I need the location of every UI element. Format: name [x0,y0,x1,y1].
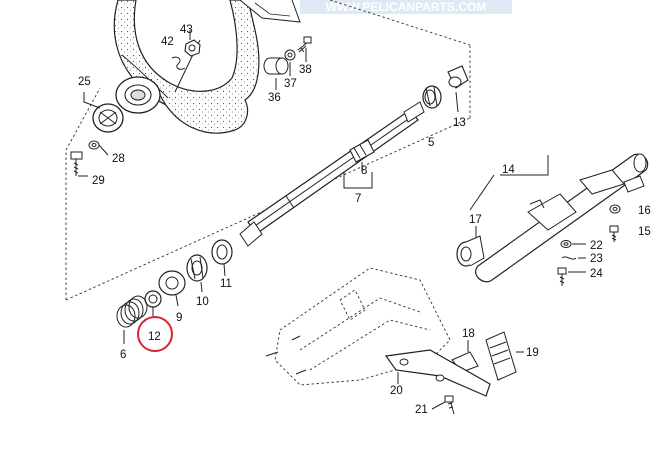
shaft-leaders [343,162,373,189]
label-29: 29 [92,175,105,187]
bushing-washer-screw-parts [263,36,312,90]
nut-and-lock-parts [171,30,201,70]
label-5: 5 [428,137,434,149]
label-22: 22 [590,240,603,252]
steering-wheel [113,0,301,134]
upper-bearing-part [422,85,442,109]
label-14: 14 [502,164,515,176]
label-17: 17 [469,214,482,226]
label-9: 9 [176,312,182,324]
label-36: 36 [268,92,281,104]
label-20: 20 [390,385,403,397]
label-25: 25 [78,76,91,88]
column-tube [456,153,649,283]
lower-shaft-parts [116,239,233,344]
label-38: 38 [299,64,312,76]
label-19: 19 [526,347,539,359]
label-16: 16 [638,205,651,217]
label-6: 6 [120,349,126,361]
highlight-circle [137,316,173,352]
steering-shaft [239,101,425,247]
watermark-text: WWW.PELICANPARTS.COM [326,0,486,14]
right-small-parts [557,204,621,286]
label-10: 10 [196,296,209,308]
label-7: 7 [355,193,361,205]
spring-clip-part [447,65,469,113]
label-37: 37 [284,78,297,90]
label-24: 24 [590,268,603,280]
horn-contact-ring-part [83,92,124,133]
label-13: 13 [453,117,466,129]
label-28: 28 [112,153,125,165]
label-43: 43 [180,24,193,36]
screw-and-washer-parts [70,140,109,177]
label-42: 42 [161,36,174,48]
watermark: WWW.PELICANPARTS.COM [300,0,512,14]
lower-bracket-parts [384,331,524,415]
label-12: 12 [148,331,161,343]
part-labels: 43 42 25 28 29 36 37 38 5 13 8 7 14 16 1… [78,24,651,416]
label-15: 15 [638,226,651,238]
label-23: 23 [590,253,603,265]
label-11: 11 [220,278,232,290]
label-8: 8 [361,165,367,177]
label-18: 18 [462,328,475,340]
label-21: 21 [415,404,428,416]
